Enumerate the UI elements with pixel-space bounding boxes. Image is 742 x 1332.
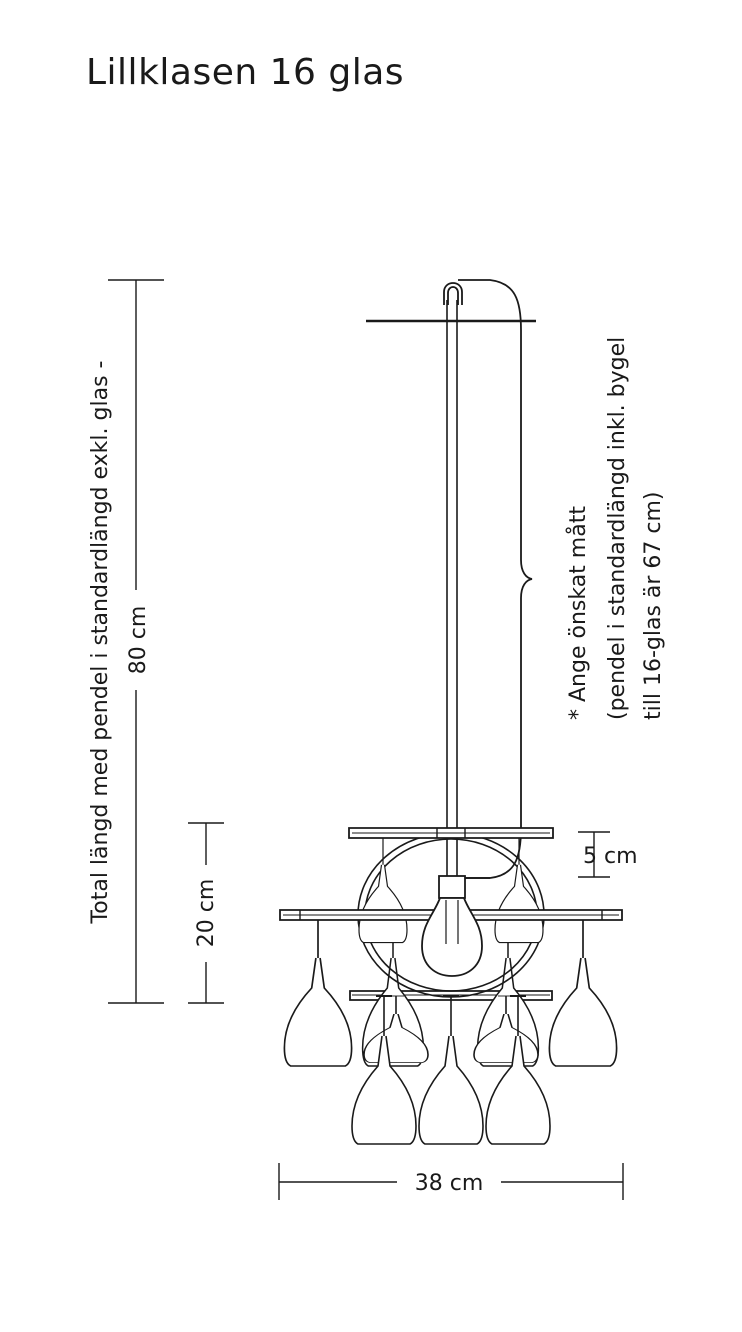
note: * Ange önskat mått (pendel i standardlän… bbox=[565, 337, 666, 720]
bulb-glass bbox=[421, 897, 483, 977]
hook bbox=[443, 282, 463, 305]
bulb-socket bbox=[438, 875, 466, 899]
height-20-dimension: 20 cm bbox=[188, 822, 224, 1004]
ceiling-mount bbox=[366, 282, 536, 323]
glass-upper-2 bbox=[494, 835, 544, 944]
top-ring bbox=[348, 827, 554, 839]
height-20-label: 20 cm bbox=[194, 879, 219, 948]
height-5-dimension: 5 cm bbox=[578, 831, 638, 878]
total-length-dimension: Total längd med pendel i standardlängd e… bbox=[88, 279, 164, 1004]
total-length-label: Total längd med pendel i standardlängd e… bbox=[88, 361, 113, 925]
note-line-2: (pendel i standardlängd inkl. bygel bbox=[605, 337, 630, 720]
glass-back-1 bbox=[283, 916, 353, 1068]
glass-upper-1 bbox=[358, 835, 408, 944]
note-line-1: * Ange önskat mått bbox=[565, 506, 591, 720]
light-bulb bbox=[421, 875, 490, 977]
suspension-rod bbox=[446, 300, 458, 878]
width-dimension: 38 cm bbox=[278, 1163, 624, 1200]
width-label: 38 cm bbox=[415, 1171, 484, 1196]
length-brace bbox=[458, 279, 533, 879]
note-line-3: till 16-glas är 67 cm) bbox=[641, 491, 666, 720]
height-5-label: 5 cm bbox=[583, 844, 638, 869]
glass-back-4 bbox=[548, 916, 618, 1068]
hook-inner bbox=[447, 286, 459, 305]
total-length-value: 80 cm bbox=[126, 606, 151, 675]
bulb-filament bbox=[445, 900, 459, 944]
page-title: Lillklasen 16 glas bbox=[86, 52, 405, 93]
glass-front-2 bbox=[418, 995, 484, 1145]
